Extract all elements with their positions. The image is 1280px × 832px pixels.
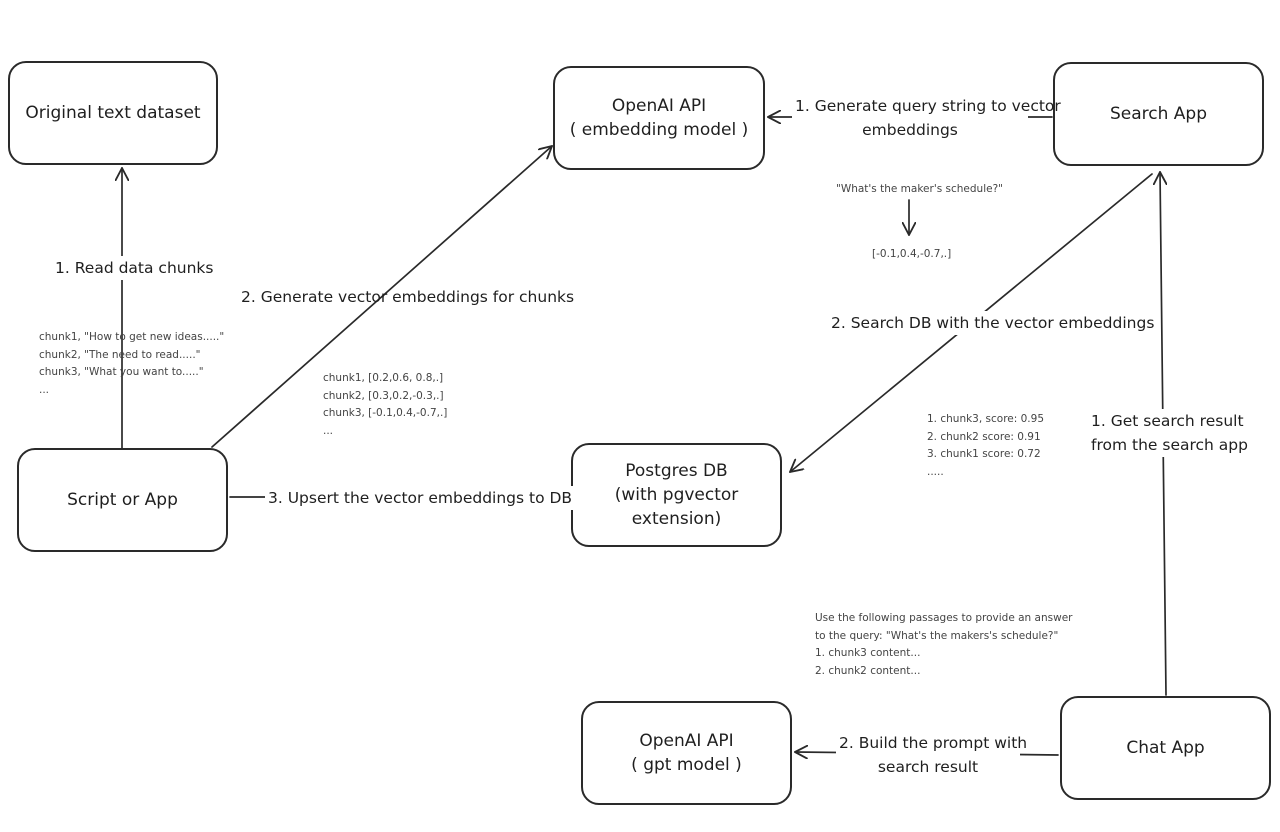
note-prompt-text: Use the following passages to provide an… [815,610,1072,680]
label-get-result-line-1: 1. Get search result [1091,412,1244,430]
label-build-prompt-line-2: search result [877,758,979,776]
note-chunks-vectors-line-3: chunk3, [-0.1,0.4,-0.7,.] [323,407,448,419]
note-scores-line-1: 1. chunk3, score: 0.95 [927,413,1044,425]
label-get-result-line-2: from the search app [1091,436,1248,454]
note-query-vector: [-0.1,0.4,-0.7,.] [872,246,951,264]
label-search-db: 2. Search DB with the vector embeddings [828,311,1158,335]
label-generate-embeddings: 2. Generate vector embeddings for chunks [238,285,577,309]
note-chunks-text-line-2: chunk2, "The need to read....." [39,348,201,361]
note-query-vector-line-1: [-0.1,0.4,-0.7,.] [872,248,952,260]
node-original-dataset-line-1: Original text dataset [25,103,201,123]
node-openai-gpt-line-1: OpenAI API [639,731,734,751]
note-chunks-vectors-line-4: ... [323,424,334,437]
node-search-app[interactable]: Search App [1053,62,1264,166]
label-get-result: 1. Get search result from the search app [1088,409,1248,457]
label-upsert: 3. Upsert the vector embeddings to DB [265,486,576,510]
node-postgres-db[interactable]: Postgres DB (with pgvector extension) [571,443,782,547]
node-postgres-db-line-1: Postgres DB [625,461,728,481]
note-chunks-vectors-line-1: chunk1, [0.2,0.6, 0.8,.] [323,372,444,384]
node-postgres-db-line-2: (with pgvector extension) [614,485,739,529]
note-prompt-text-line-3: 1. chunk3 content... [815,647,921,659]
note-chunks-text-line-3: chunk3, "What you want to....." [39,366,204,378]
note-scores-line-4: ..... [927,465,944,478]
note-prompt-text-line-4: 2. chunk2 content... [815,664,921,677]
node-openai-embedding-line-2: ( embedding model ) [569,120,749,140]
label-read-chunks: 1. Read data chunks [52,256,217,280]
label-generate-embeddings-line-1: 2. Generate vector embeddings for chunks [241,288,575,306]
node-script-app-line-1: Script or App [67,490,178,510]
note-chunks-vectors-line-2: chunk2, [0.3,0.2,-0.3,.] [323,389,444,402]
node-original-dataset[interactable]: Original text dataset [8,61,218,165]
node-openai-embedding-line-1: OpenAI API [611,96,707,116]
node-openai-gpt-line-2: ( gpt model ) [631,755,742,775]
node-script-app[interactable]: Script or App [17,448,228,552]
label-build-prompt: 2. Build the prompt with search result [836,731,1028,779]
note-chunks-vectors: chunk1, [0.2,0.6, 0.8,.] chunk2, [0.3,0.… [323,370,447,440]
note-prompt-text-line-2: to the query: "What's the makers's sched… [815,629,1059,642]
note-chunks-text-line-4: ... [39,383,50,396]
edge-generate-embeddings [211,146,552,448]
label-query-to-vector-line-2: embeddings [862,121,958,139]
label-read-chunks-line-1: 1. Read data chunks [55,259,214,277]
node-openai-gpt[interactable]: OpenAI API ( gpt model ) [581,701,792,805]
note-prompt-text-line-1: Use the following passages to provide an… [815,612,1073,624]
note-query-text-line-1: "What's the maker's schedule?" [836,183,1003,195]
note-scores-line-3: 3. chunk1 score: 0.72 [927,448,1041,460]
note-scores-line-2: 2. chunk2 score: 0.91 [927,430,1041,443]
node-chat-app[interactable]: Chat App [1060,696,1271,800]
label-build-prompt-line-1: 2. Build the prompt with [839,734,1028,752]
node-openai-embedding[interactable]: OpenAI API ( embedding model ) [553,66,765,170]
node-chat-app-line-1: Chat App [1126,738,1205,758]
note-scores: 1. chunk3, score: 0.95 2. chunk2 score: … [927,411,1044,481]
node-search-app-line-1: Search App [1109,104,1208,124]
label-query-to-vector: 1. Generate query string to vector embed… [792,94,1061,142]
label-search-db-line-1: 2. Search DB with the vector embeddings [831,314,1155,332]
note-chunks-text-line-1: chunk1, "How to get new ideas....." [39,331,225,343]
note-query-text: "What's the maker's schedule?" [836,181,1003,199]
note-chunks-text: chunk1, "How to get new ideas....." chun… [39,329,224,399]
label-upsert-line-1: 3. Upsert the vector embeddings to DB [268,489,573,507]
label-query-to-vector-line-1: 1. Generate query string to vector [795,97,1061,115]
